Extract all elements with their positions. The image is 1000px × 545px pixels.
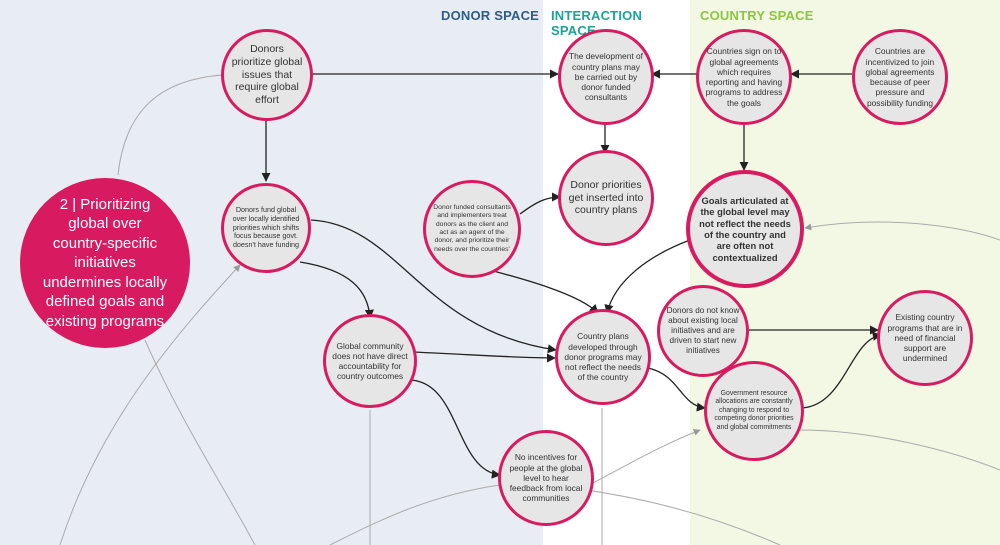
node-donors-prioritize: Donors prioritize global issues that req… xyxy=(221,29,313,121)
arrow-fund-to-plans xyxy=(310,219,557,354)
faint-line-hero-down xyxy=(144,339,256,545)
hero-circle: 2 | Prioritizing global over country-spe… xyxy=(20,178,190,348)
node-country-plans-developed-text: Country plans developed through donor pr… xyxy=(564,331,642,383)
arrow-consultants-to-inserted xyxy=(519,192,561,215)
node-donors-fund-global-text: Donors fund global over locally identifi… xyxy=(232,205,300,250)
arrow-goals-to-plans xyxy=(604,239,691,314)
arrow-fund-to-community xyxy=(299,261,374,319)
node-countries-sign-on: Countries sign on to global agreements w… xyxy=(696,29,792,125)
node-existing-programs-text: Existing country programs that are in ne… xyxy=(887,312,963,364)
node-no-incentives-text: No incentives for people at the global l… xyxy=(509,452,583,504)
donor-space-title: DONOR SPACE xyxy=(441,8,540,23)
arrow-plans-to-gov xyxy=(647,367,706,412)
node-global-community: Global community does not have direct ac… xyxy=(323,314,417,408)
faint-line-gov-right xyxy=(799,429,1000,471)
node-development-country-plans-text: The development of country plans may be … xyxy=(568,51,644,103)
node-donors-do-not-know: Donors do not know about existing local … xyxy=(657,285,749,377)
node-countries-sign-on-text: Countries sign on to global agreements w… xyxy=(705,46,783,108)
node-existing-programs: Existing country programs that are in ne… xyxy=(877,290,973,386)
node-donor-funded-consultants-text: Donor funded consultants and implementer… xyxy=(433,204,511,253)
node-country-plans-developed: Country plans developed through donor pr… xyxy=(555,309,651,405)
node-no-incentives: No incentives for people at the global l… xyxy=(498,430,594,526)
node-donors-do-not-know-text: Donors do not know about existing local … xyxy=(666,306,740,355)
node-global-community-text: Global community does not have direct ac… xyxy=(332,340,408,382)
node-goals-articulated-text: Goals articulated at the global level ma… xyxy=(699,194,791,263)
hero-text: 2 | Prioritizing global over country-spe… xyxy=(42,195,168,330)
node-countries-incentivized-text: Countries are incentivized to join globa… xyxy=(865,46,935,108)
node-donor-priorities-inserted-text: Donor priorities get inserted into count… xyxy=(568,178,644,217)
faint-line-hero-to-prioritize xyxy=(117,74,223,176)
node-development-country-plans: The development of country plans may be … xyxy=(558,29,654,125)
node-goals-articulated: Goals articulated at the global level ma… xyxy=(686,170,804,288)
node-government-resource-text: Government resource allocations are cons… xyxy=(714,389,794,431)
country-space-title: COUNTRY SPACE xyxy=(700,8,814,23)
faint-line-hero-to-fund-global xyxy=(59,264,241,545)
node-donor-funded-consultants: Donor funded consultants and implementer… xyxy=(423,180,521,278)
faint-line-right-edge xyxy=(804,221,1000,241)
node-donors-fund-global: Donors fund global over locally identifi… xyxy=(221,183,311,273)
arrow-community-to-plans xyxy=(412,351,556,363)
arrow-community-to-noincentives xyxy=(409,379,501,479)
node-countries-incentivized: Countries are incentivized to join globa… xyxy=(852,29,948,125)
faint-line-no-incentives-left xyxy=(329,484,501,545)
main-connectors xyxy=(261,69,882,479)
node-government-resource: Government resource allocations are cons… xyxy=(704,361,804,461)
node-donor-priorities-inserted: Donor priorities get inserted into count… xyxy=(558,150,654,246)
arrow-gov-to-existing xyxy=(801,331,882,409)
node-donors-prioritize-text: Donors prioritize global issues that req… xyxy=(231,43,303,107)
